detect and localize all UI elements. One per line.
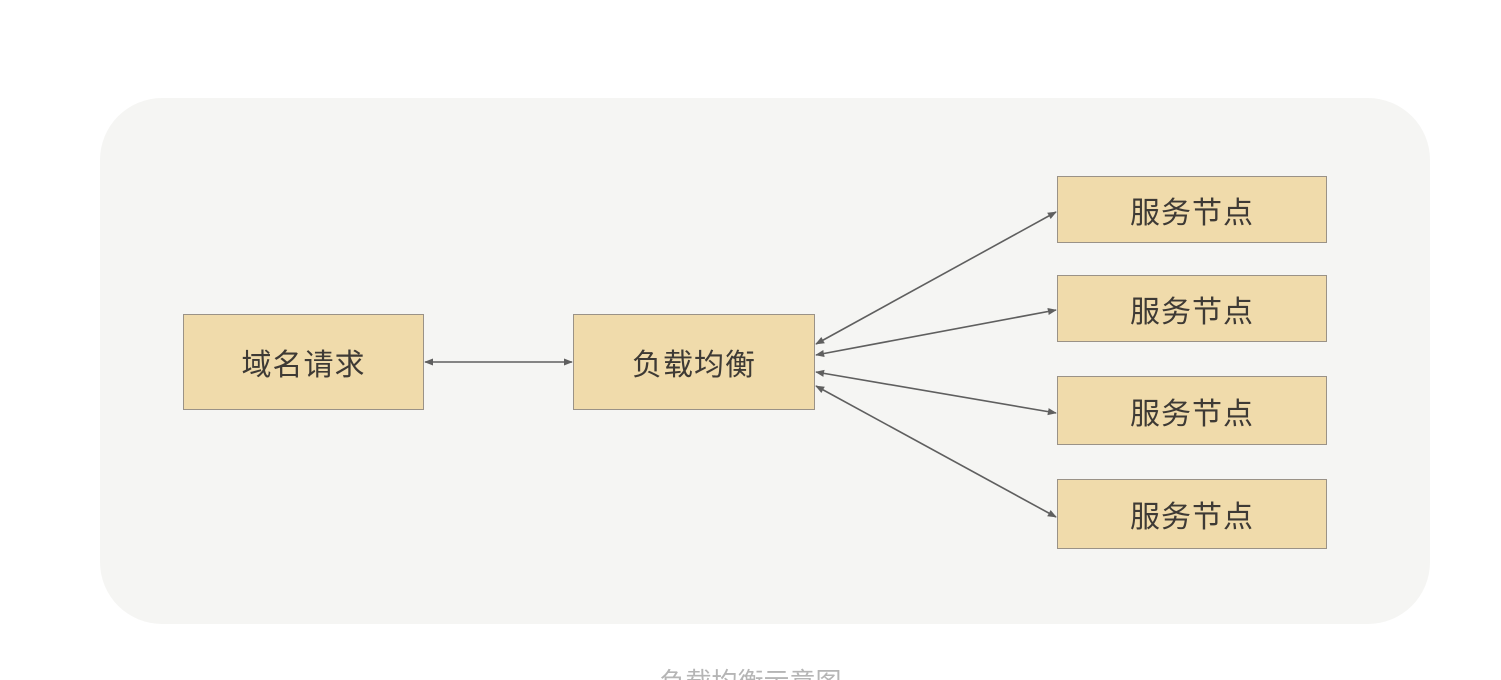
domain-request-node: 域名请求 xyxy=(183,314,424,410)
load-balancer-node: 负载均衡 xyxy=(573,314,815,410)
domain-request-label: 域名请求 xyxy=(241,348,366,383)
service-node-1: 服务节点 xyxy=(1057,176,1327,243)
service-node-3-label: 服务节点 xyxy=(1130,396,1254,432)
service-node-4-label: 服务节点 xyxy=(1130,500,1254,535)
service-node-2-label: 服务节点 xyxy=(1130,294,1254,330)
service-node-4: 服务节点 xyxy=(1057,479,1327,549)
service-node-1-label: 服务节点 xyxy=(1130,195,1254,231)
service-node-3: 服务节点 xyxy=(1057,376,1327,445)
load-balancer-label: 负载均衡 xyxy=(632,348,756,383)
figure-caption: 负载均衡示意图 xyxy=(0,668,1501,680)
service-node-2: 服务节点 xyxy=(1057,275,1327,342)
